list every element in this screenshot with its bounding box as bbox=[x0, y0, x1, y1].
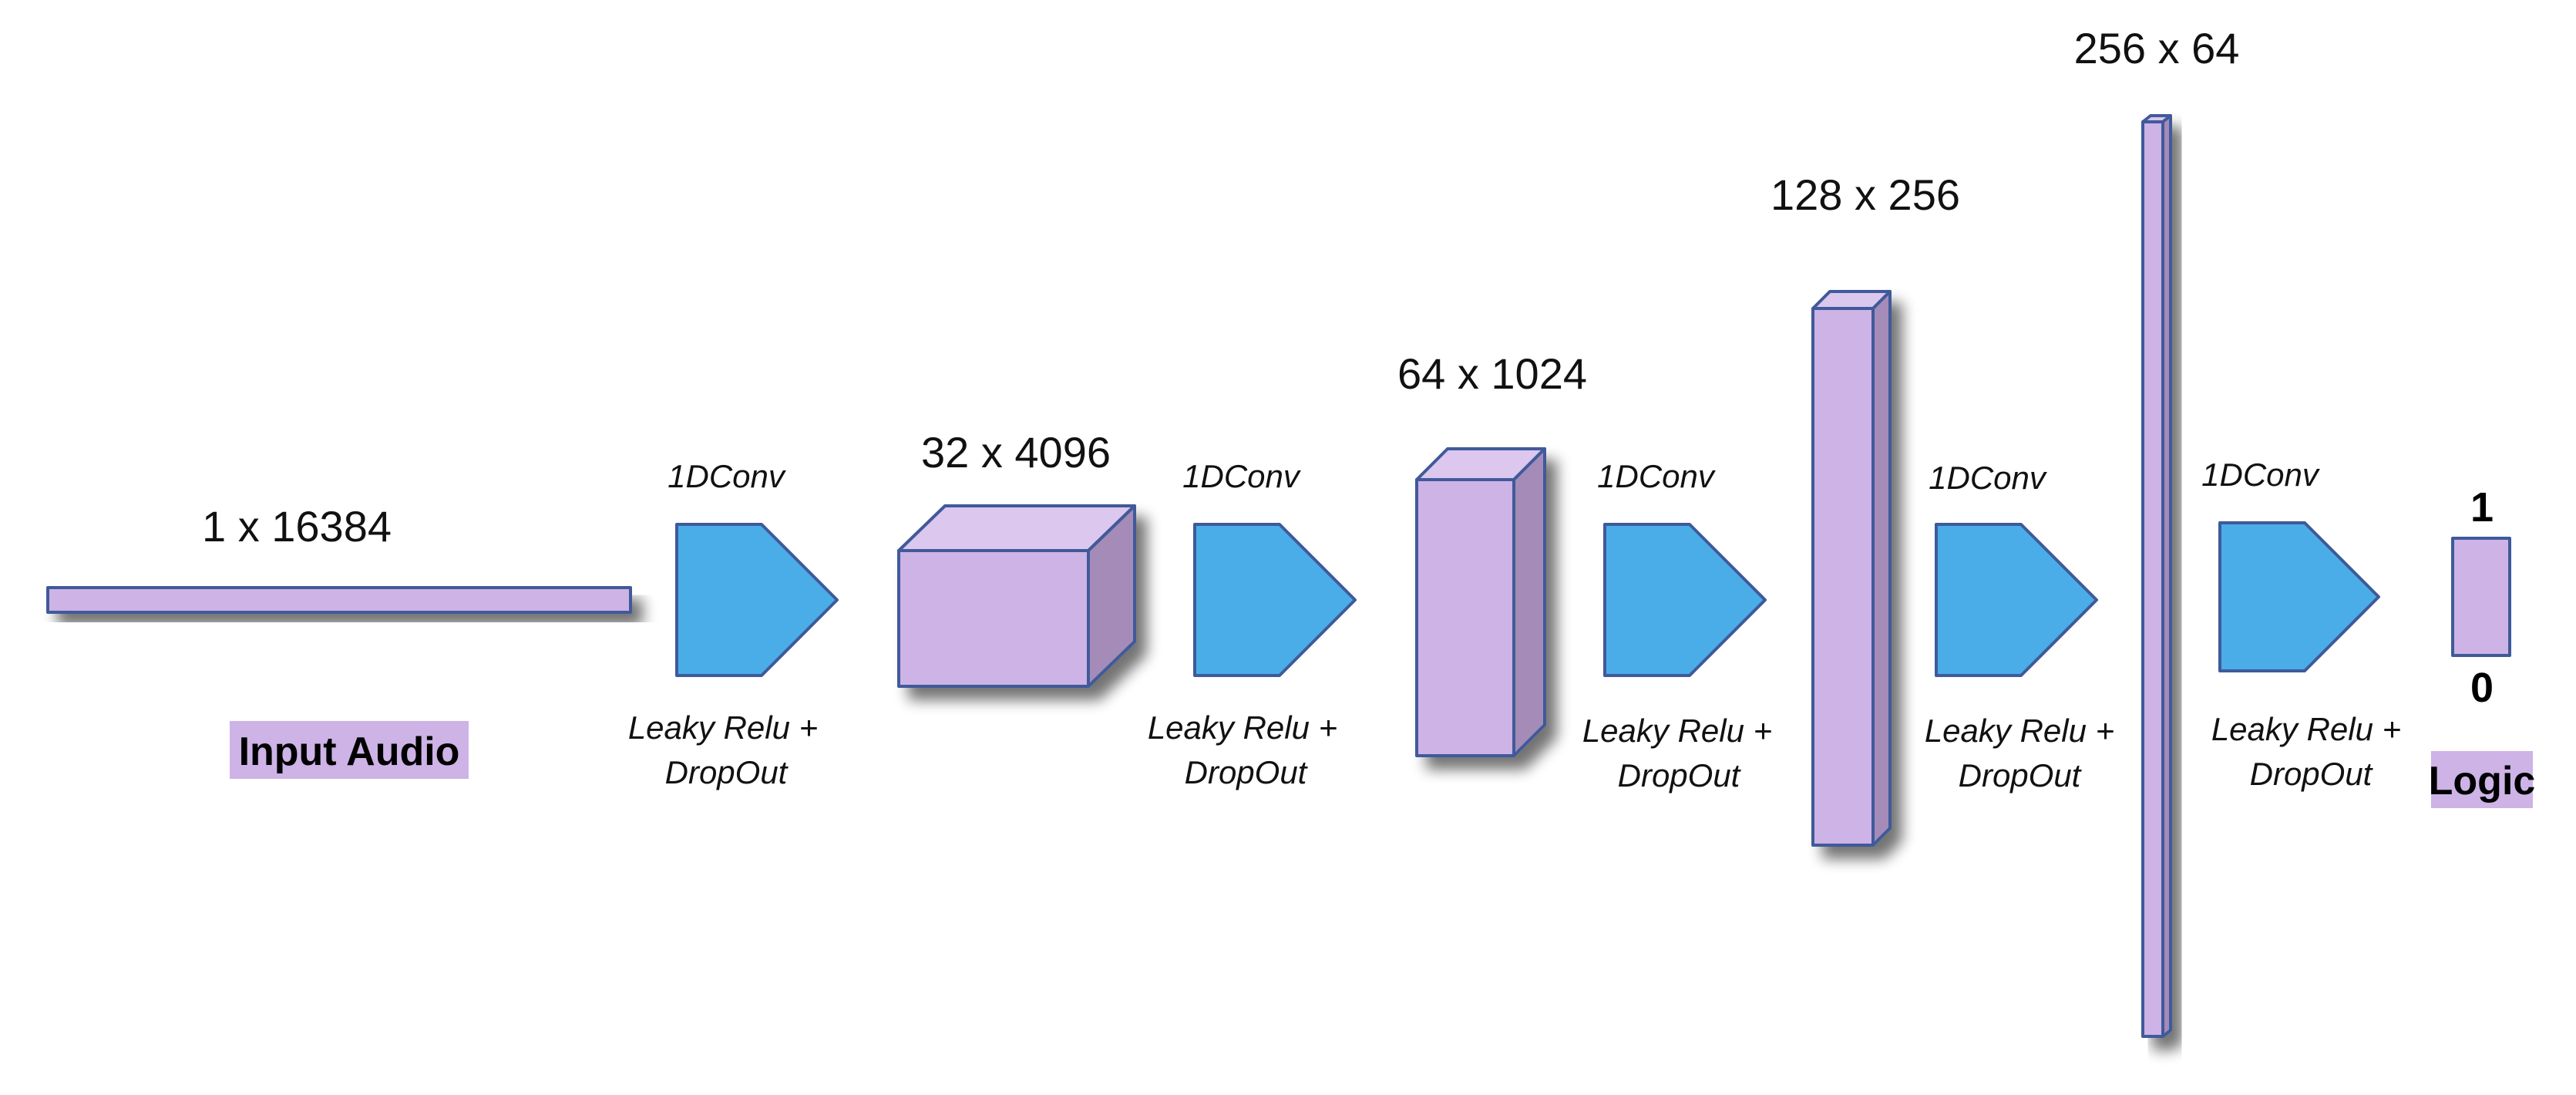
tensor-2 bbox=[1415, 447, 1546, 757]
conv-activation-label-5b: DropOut bbox=[2250, 756, 2374, 792]
input-audio-tag: Input Audio bbox=[230, 721, 469, 779]
conv-activation-label-3b: DropOut bbox=[1618, 757, 1742, 793]
conv-activation-label-1a: Leaky Relu + bbox=[628, 709, 818, 746]
logic-label: Logic bbox=[2429, 759, 2536, 804]
output-tensor bbox=[2451, 537, 2511, 657]
conv-activation-label-2b: DropOut bbox=[1185, 754, 1309, 790]
tensor-1 bbox=[897, 504, 1136, 688]
tensor-2-dims-label: 64 x 1024 bbox=[1397, 349, 1587, 398]
conv-arrow-4 bbox=[1935, 523, 2098, 677]
tensor-3-dims-label: 128 x 256 bbox=[1771, 170, 1960, 219]
tensor-4-dims-label: 256 x 64 bbox=[2074, 24, 2240, 72]
conv-op-label-5: 1DConv bbox=[2201, 457, 2321, 493]
conv-activation-label-2a: Leaky Relu + bbox=[1148, 709, 1337, 746]
logic-tag: Logic bbox=[2429, 751, 2536, 808]
conv-activation-label-4a: Leaky Relu + bbox=[1925, 713, 2114, 749]
input-dims-label: 1 x 16384 bbox=[202, 502, 392, 551]
conv-op-label-2: 1DConv bbox=[1182, 458, 1302, 494]
conv-activation-label-5a: Leaky Relu + bbox=[2211, 711, 2401, 747]
conv-activation-label-1b: DropOut bbox=[665, 754, 789, 790]
tensor-1-dims-label: 32 x 4096 bbox=[921, 428, 1111, 477]
output-top-value: 1 bbox=[2470, 484, 2494, 531]
conv-activation-label-4b: DropOut bbox=[1959, 757, 2083, 793]
tensor-4 bbox=[2141, 114, 2172, 1038]
conv-arrow-1 bbox=[675, 523, 839, 677]
conv-arrow-3 bbox=[1603, 523, 1767, 677]
input-tensor bbox=[46, 586, 632, 614]
conv-op-label-4: 1DConv bbox=[1929, 460, 2048, 496]
output-bottom-value: 0 bbox=[2470, 665, 2494, 711]
input-audio-label: Input Audio bbox=[239, 729, 460, 774]
conv-op-label-1: 1DConv bbox=[668, 458, 787, 494]
conv-op-label-3: 1DConv bbox=[1597, 458, 1717, 494]
tensor-3 bbox=[1811, 290, 1892, 847]
conv-arrow-5 bbox=[2218, 521, 2380, 672]
conv-arrow-2 bbox=[1193, 523, 1357, 677]
conv-activation-label-3a: Leaky Relu + bbox=[1582, 713, 1772, 749]
